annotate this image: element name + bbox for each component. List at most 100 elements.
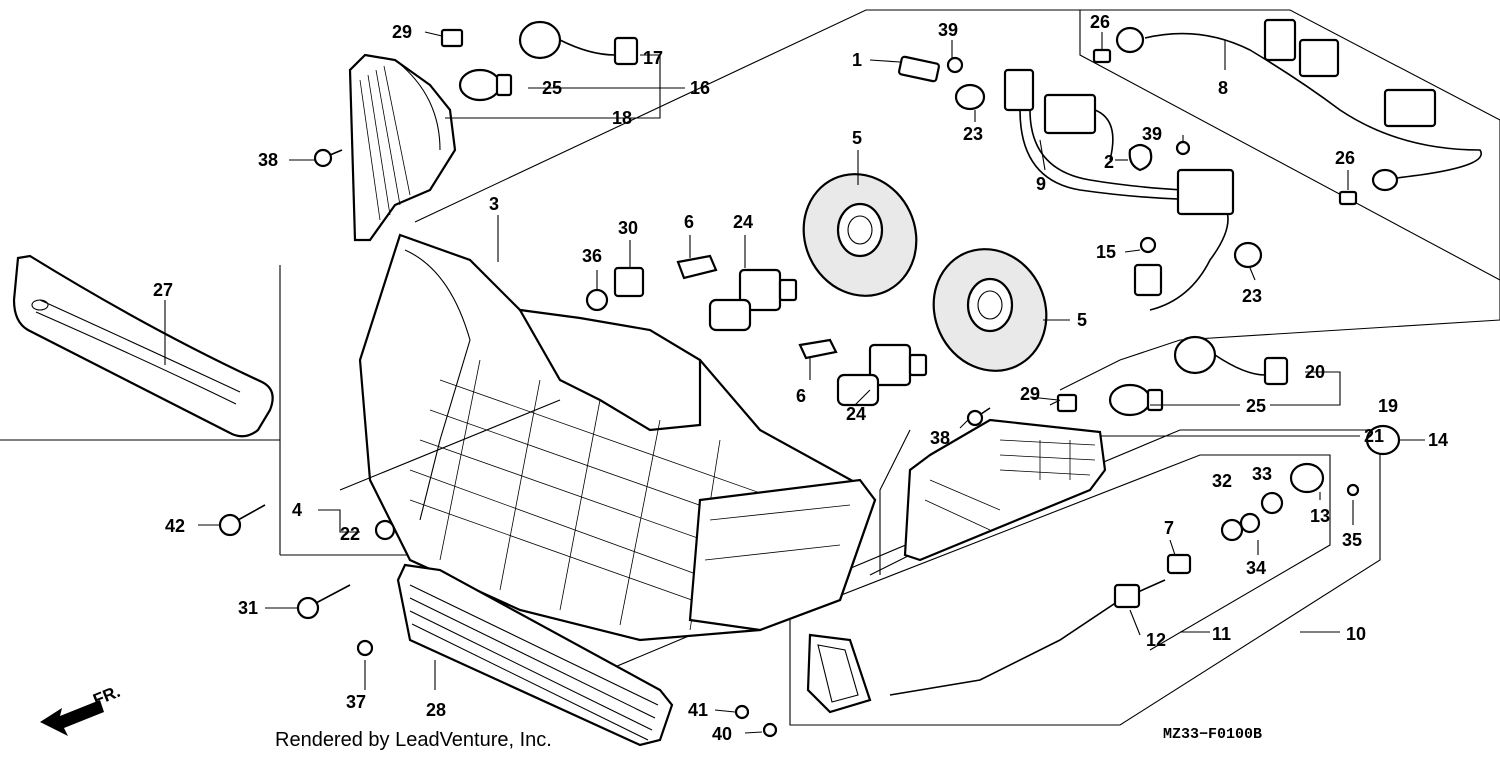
callout-4: 4 bbox=[292, 500, 302, 520]
front-direction-indicator: FR. bbox=[40, 682, 123, 736]
callout-7: 7 bbox=[1164, 518, 1174, 538]
callout-27: 27 bbox=[153, 280, 173, 300]
grommet-23-upper-part bbox=[954, 83, 986, 111]
leader-lines bbox=[164, 31, 1425, 734]
callout-42: 42 bbox=[165, 516, 185, 536]
left-turn-signal-part bbox=[348, 53, 457, 242]
callout-23-upper: 23 bbox=[963, 124, 983, 144]
callout-12: 12 bbox=[1146, 630, 1166, 650]
callout-39-upper: 39 bbox=[938, 20, 958, 40]
callout-25-lower: 25 bbox=[1246, 396, 1266, 416]
callout-10: 10 bbox=[1346, 624, 1366, 644]
callout-31: 31 bbox=[238, 598, 258, 618]
side-cowl-strip-part bbox=[12, 254, 274, 438]
callout-6-lower: 6 bbox=[796, 386, 806, 406]
callout-41: 41 bbox=[688, 700, 708, 720]
screw-40-part bbox=[762, 722, 778, 738]
callout-30: 30 bbox=[618, 218, 638, 238]
headlight-bulb-lower-part bbox=[836, 343, 928, 407]
plate-1-part bbox=[898, 55, 940, 83]
screw-35-part bbox=[1346, 483, 1360, 497]
callout-38-upper: 38 bbox=[258, 150, 278, 170]
bracket-30-part bbox=[613, 266, 645, 298]
front-label: FR. bbox=[90, 682, 123, 710]
callout-16: 16 bbox=[690, 78, 710, 98]
screw-39-upper-part bbox=[946, 56, 964, 74]
callout-36: 36 bbox=[582, 246, 602, 266]
wedge-bulb-26-upper-part bbox=[1092, 48, 1112, 64]
callout-15: 15 bbox=[1096, 242, 1116, 262]
front-direction-arrow-icon bbox=[40, 700, 104, 736]
callout-11: 11 bbox=[1212, 624, 1231, 644]
callout-29-lower: 29 bbox=[1020, 384, 1040, 404]
group-boundaries bbox=[0, 9, 1500, 726]
clamp-2-part bbox=[1128, 143, 1153, 172]
callout-14: 14 bbox=[1428, 430, 1448, 450]
callout-24-upper: 24 bbox=[733, 212, 753, 232]
socket-right-part bbox=[1173, 335, 1289, 386]
callout-18: 18 bbox=[612, 108, 632, 128]
callout-25-upper: 25 bbox=[542, 78, 562, 98]
callout-26-upper: 26 bbox=[1090, 12, 1110, 32]
bulb-right-part bbox=[1108, 383, 1164, 417]
screw-39-lower-part bbox=[1175, 140, 1191, 156]
bolt-42-part bbox=[218, 504, 266, 537]
bulb-upper-left-part bbox=[458, 68, 513, 102]
part-drawings bbox=[12, 18, 1483, 747]
callout-13: 13 bbox=[1310, 506, 1330, 526]
reflector-lower-part bbox=[932, 248, 1048, 372]
callout-6-upper: 6 bbox=[684, 212, 694, 232]
bolt-22-part bbox=[374, 519, 396, 541]
callout-19: 19 bbox=[1378, 396, 1398, 416]
callout-17: 17 bbox=[643, 48, 663, 68]
callout-39-lower: 39 bbox=[1142, 124, 1162, 144]
callout-8: 8 bbox=[1218, 78, 1228, 98]
callout-22: 22 bbox=[340, 524, 360, 544]
bolt-31-part bbox=[296, 584, 351, 620]
callout-5-upper: 5 bbox=[852, 128, 862, 148]
screw-38-upper-part bbox=[313, 148, 343, 168]
callout-32: 32 bbox=[1212, 471, 1232, 491]
callout-24-lower: 24 bbox=[846, 404, 866, 424]
screw-37-part bbox=[356, 639, 374, 657]
grommet-36-part bbox=[585, 288, 609, 312]
callout-33: 33 bbox=[1252, 464, 1272, 484]
callout-9: 9 bbox=[1036, 174, 1046, 194]
callout-40: 40 bbox=[712, 724, 732, 744]
cap-14-part bbox=[1365, 424, 1401, 456]
callout-numbers: 29 17 25 16 18 38 3 27 4 22 42 31 37 28 … bbox=[153, 12, 1448, 744]
callout-21: 21 bbox=[1364, 426, 1384, 446]
bulb-socket-15-part bbox=[1133, 236, 1163, 297]
callout-29-upper: 29 bbox=[392, 22, 412, 42]
callout-5-lower: 5 bbox=[1077, 310, 1087, 330]
wire-harness-8-part bbox=[1115, 18, 1483, 192]
headlight-bulb-upper-part bbox=[708, 268, 798, 332]
callout-28: 28 bbox=[426, 700, 446, 720]
wire-harness-9-part bbox=[1003, 68, 1235, 311]
lower-grille-part bbox=[396, 563, 674, 747]
grommet-13-part bbox=[1289, 462, 1325, 494]
screw-38-lower-part bbox=[966, 407, 991, 427]
adjuster-7-part bbox=[1166, 553, 1192, 575]
callout-37: 37 bbox=[346, 692, 366, 712]
spring-clip-lower-part bbox=[798, 338, 838, 360]
washer-32-part bbox=[1220, 518, 1244, 542]
callout-34: 34 bbox=[1246, 558, 1266, 578]
screw-41-part bbox=[734, 704, 750, 720]
credit-text: Rendered by LeadVenture, Inc. bbox=[275, 729, 552, 751]
callout-26-lower: 26 bbox=[1335, 148, 1355, 168]
socket-upper-left-part bbox=[518, 20, 639, 66]
diagram-code: MZ33−F0100B bbox=[1163, 726, 1262, 743]
clip-upper-left-part bbox=[440, 28, 464, 48]
callout-23-lower: 23 bbox=[1242, 286, 1262, 306]
wedge-bulb-26-lower-part bbox=[1338, 190, 1358, 206]
clip-right-part bbox=[1056, 393, 1078, 413]
callout-1: 1 bbox=[852, 50, 862, 70]
reflector-upper-part bbox=[802, 173, 918, 297]
callout-2: 2 bbox=[1104, 152, 1114, 172]
washer-34-part bbox=[1239, 512, 1261, 534]
nut-33-part bbox=[1260, 491, 1284, 515]
right-turn-signal-part bbox=[903, 418, 1107, 562]
callout-3: 3 bbox=[489, 194, 499, 214]
